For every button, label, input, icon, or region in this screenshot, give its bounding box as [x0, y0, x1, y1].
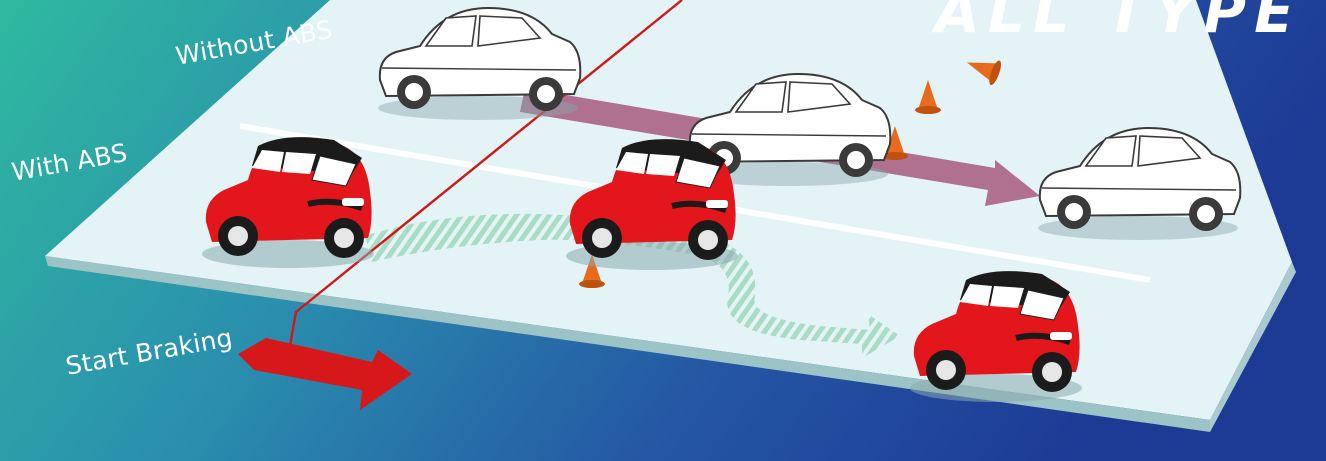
headline-cropped: ALL TYPE — [935, 0, 1302, 46]
